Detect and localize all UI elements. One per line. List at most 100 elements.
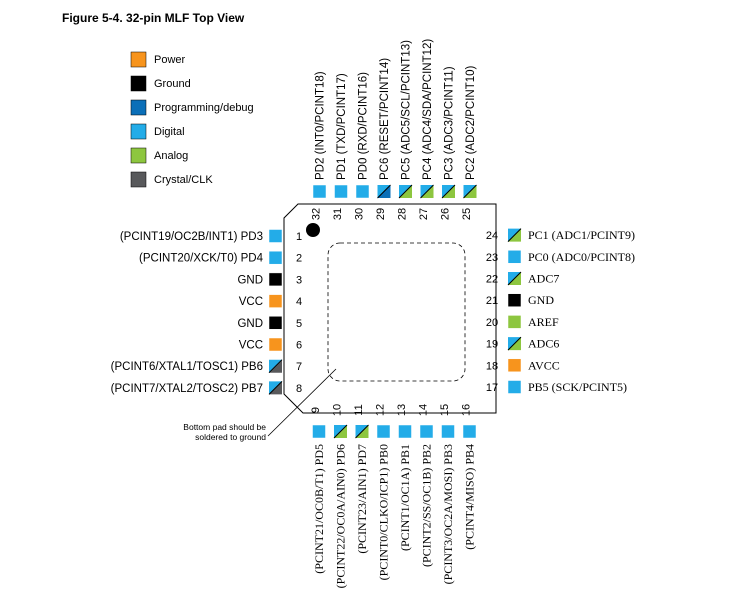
bottom-pad-note-line1: Bottom pad should be — [183, 422, 266, 432]
pin-pad-22 — [507, 271, 522, 286]
pin-number-27: 27 — [418, 208, 430, 220]
pin-number-6: 6 — [296, 340, 302, 352]
pin-label-12: (PCINT0/CLKO/ICP1) PB0 — [377, 444, 391, 580]
pin-pad-4 — [268, 294, 283, 308]
pin-label-8: (PCINT7/XTAL2/TOSC2) PB7 — [111, 383, 263, 395]
pin-label-11: (PCINT23/AIN1) PD7 — [355, 444, 369, 554]
legend-label-crystal: Crystal/CLK — [154, 174, 213, 186]
pins-left: 1(PCINT19/OC2B/INT1) PD32(PCINT20/XCK/T0… — [111, 229, 302, 395]
pin-pad-2 — [268, 250, 283, 265]
pin-label-19: ADC6 — [528, 337, 559, 351]
pin-label-32: PD2 (INT0/PCINT18) — [315, 71, 327, 180]
pin-pad-5 — [268, 316, 283, 330]
legend-swatch-ground — [130, 75, 147, 92]
pin-number-32: 32 — [311, 208, 323, 220]
pin-pad-12 — [376, 424, 391, 439]
pin-pad-32 — [312, 184, 327, 199]
pin-pad-13 — [398, 424, 412, 439]
pin-number-30: 30 — [354, 208, 366, 220]
bottom-pad-leader-line — [267, 368, 337, 437]
legend-label-analog: Analog — [154, 150, 188, 162]
pin-label-30: PD0 (RXD/PCINT16) — [358, 72, 370, 180]
pin-number-31: 31 — [332, 208, 344, 220]
pin-number-17: 17 — [486, 382, 498, 394]
pin-label-20: AREF — [528, 315, 559, 329]
pin-pad-3 — [268, 272, 283, 287]
pin-label-16: (PCINT4/MISO) PB4 — [463, 444, 477, 550]
pin-pad-31 — [334, 184, 348, 199]
package-body — [283, 203, 497, 414]
pin-label-15: (PCINT3/OC2A/MOSI) PB3 — [441, 444, 455, 584]
pin-label-5: GND — [237, 318, 263, 330]
pin-pad-11 — [355, 424, 369, 439]
pin-label-4: VCC — [239, 296, 263, 308]
pin-pad-27 — [420, 184, 434, 199]
pin-pad-29 — [377, 184, 391, 199]
pin-number-21: 21 — [486, 295, 498, 307]
pin-number-26: 26 — [440, 208, 452, 220]
pin-label-17: PB5 (SCK/PCINT5) — [528, 380, 627, 394]
pin-number-13: 13 — [396, 404, 408, 416]
pin-pad-20 — [507, 315, 522, 329]
bottom-pad-outline — [327, 242, 466, 382]
pin-number-14: 14 — [418, 404, 430, 416]
pin-label-28: PC5 (ADC5/SCL/PCINT13) — [401, 40, 413, 180]
bottom-pad-note-line2: soldered to ground — [195, 432, 266, 442]
pin-pad-28 — [398, 184, 413, 199]
pin-pad-30 — [355, 184, 370, 199]
legend-label-programming: Programming/debug — [154, 102, 254, 114]
pin-pad-25 — [463, 184, 477, 199]
pin-label-14: (PCINT2/SS/OC1B) PB2 — [420, 444, 434, 567]
pin-number-19: 19 — [486, 339, 498, 351]
pin-label-1: (PCINT19/OC2B/INT1) PD3 — [120, 231, 263, 243]
legend-swatch-power — [130, 51, 147, 68]
pin-pad-16 — [462, 424, 477, 439]
pin-pad-7 — [268, 359, 283, 374]
legend-swatch-programming — [130, 99, 147, 116]
pin-label-3: GND — [237, 274, 263, 286]
pin-number-15: 15 — [439, 404, 451, 416]
pin-label-10: (PCINT22/OC0A/AIN0) PD6 — [334, 444, 348, 588]
pin-number-11: 11 — [353, 404, 365, 415]
pin-number-12: 12 — [375, 404, 387, 416]
pin-number-23: 23 — [486, 252, 498, 264]
pin-number-8: 8 — [296, 383, 302, 395]
pin-pad-23 — [507, 250, 522, 264]
pin-number-29: 29 — [375, 208, 387, 220]
pin-label-13: (PCINT1/OC1A) PB1 — [398, 444, 412, 551]
legend-label-ground: Ground — [154, 78, 191, 90]
pin-number-24: 24 — [486, 230, 498, 242]
pin-label-29: PC6 (RESET/PCINT14) — [379, 58, 391, 180]
pin-pad-10 — [333, 424, 348, 439]
pin-pad-17 — [507, 380, 522, 394]
pin-pad-19 — [507, 336, 522, 351]
pin-number-10: 10 — [332, 404, 344, 416]
pins-bottom: 9(PCINT21/OC0B/T1) PD510(PCINT22/OC0A/AI… — [310, 404, 477, 588]
pin-number-20: 20 — [486, 317, 498, 329]
pin-pad-18 — [507, 358, 522, 373]
pin-label-22: ADC7 — [528, 272, 559, 286]
pin-pad-6 — [268, 337, 283, 352]
legend-swatch-analog — [130, 147, 147, 164]
pin-label-25: PC2 (ADC2/PCINT10) — [465, 65, 477, 180]
pin-number-22: 22 — [486, 274, 498, 286]
legend-swatch-crystal — [130, 171, 147, 188]
pin-number-5: 5 — [296, 318, 302, 330]
pin-number-7: 7 — [296, 361, 302, 373]
legend-label-power: Power — [154, 54, 186, 66]
pin-pad-21 — [507, 293, 522, 307]
legend-swatch-digital — [130, 123, 147, 140]
pin-number-9: 9 — [310, 407, 322, 413]
pin-number-28: 28 — [397, 208, 409, 220]
pin-label-27: PC4 (ADC4/SDA/PCINT12) — [422, 39, 434, 180]
legend: PowerGroundProgramming/debugDigitalAnalo… — [130, 51, 254, 188]
pin-label-24: PC1 (ADC1/PCINT9) — [528, 228, 635, 242]
pin-pad-24 — [507, 228, 522, 242]
pin-label-21: GND — [528, 293, 554, 307]
pin-pad-8 — [268, 381, 283, 395]
pin-pad-9 — [312, 424, 326, 439]
pin-label-6: VCC — [239, 340, 263, 352]
